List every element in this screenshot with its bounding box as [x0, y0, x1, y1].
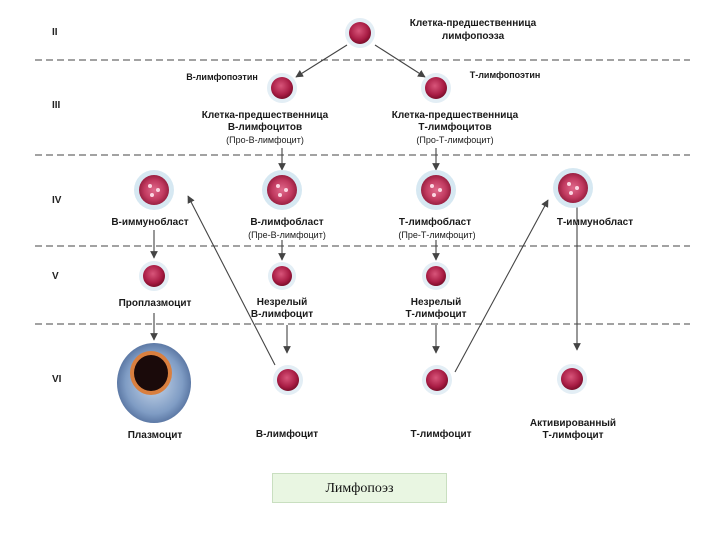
proplasmocyte-label: Проплазмоцит: [118, 298, 192, 309]
activated-t-label-line1: Активированный: [529, 418, 617, 429]
cells: [117, 18, 593, 423]
activated-t-label-line2: Т-лимфоцит: [542, 430, 604, 441]
cell-pro-t: [421, 73, 451, 103]
progenitor-label-line1: Клетка-предшественница: [409, 18, 537, 29]
pro-b-label-line2: В-лимфоцитов: [227, 122, 303, 133]
immature-b-label-line1: Незрелый: [256, 297, 308, 308]
immature-b-label-line2: В-лимфоцит: [250, 309, 314, 320]
cell-t-lymphocyte: [422, 365, 452, 395]
arrows: [150, 44, 581, 373]
b-immunoblast-label: В-иммунобласт: [111, 217, 189, 228]
cell-b-immunoblast: [134, 170, 174, 210]
t-immunoblast-label: Т-иммунобласт: [556, 217, 634, 228]
immature-t-label-line2: Т-лимфоцит: [405, 309, 467, 320]
pro-t-label-line1: Клетка-предшественница: [391, 110, 519, 121]
pro-t-label-line2: Т-лимфоцитов: [418, 122, 492, 133]
t-lymphoblast-label: Т-лимфобласт: [398, 217, 472, 228]
pro-b-sub-label: (Про-В-лимфоцит): [226, 135, 304, 145]
stage-label-v: V: [52, 271, 59, 282]
b-lymphocyte-label: В-лимфоцит: [255, 429, 319, 440]
stage-label-vi: VI: [52, 374, 62, 385]
arrow-b-lymphocyte-to-b-immunoblast: [187, 195, 276, 366]
stage-label-iii: III: [52, 100, 61, 111]
stage-label-iv: IV: [52, 195, 62, 206]
cell-progenitor: [345, 18, 375, 48]
progenitor-label-line2: лимфопоэза: [441, 31, 505, 42]
pro-t-sub-label: (Про-Т-лимфоцит): [416, 135, 494, 145]
t-lymphocyte-label: Т-лимфоцит: [410, 429, 472, 440]
stage-label-ii: II: [52, 27, 58, 38]
cell-immature-t: [422, 262, 450, 290]
t-lymphoblast-sub-label: (Пре-Т-лимфоцит): [398, 230, 476, 240]
arrow-progenitor-to-pro-t: [374, 44, 426, 78]
arrow-t-lymphocyte-to-t-immunoblast: [454, 199, 549, 373]
cell-immature-b: [268, 262, 296, 290]
caption-text: Лимфопоэз: [325, 481, 394, 496]
arrow-progenitor-to-pro-b: [295, 44, 348, 78]
cell-t-lymphoblast: [416, 170, 456, 210]
t-lymphopoietin-label: Т-лимфопоэтин: [469, 70, 541, 80]
cell-b-lymphoblast: [262, 170, 302, 210]
cell-t-immunoblast: [553, 168, 593, 208]
cell-proplasmocyte: [139, 261, 169, 291]
cell-pro-b: [267, 73, 297, 103]
caption-box: Лимфопоэз: [272, 473, 447, 503]
b-lymphoblast-sub-label: (Пре-В-лимфоцит): [248, 230, 326, 240]
cell-b-lymphocyte: [273, 365, 303, 395]
b-lymphoblast-label: В-лимфобласт: [250, 217, 324, 228]
stage-separators: [35, 59, 690, 325]
pro-b-label-line1: Клетка-предшественница: [201, 110, 329, 121]
immature-t-label-line1: Незрелый: [410, 297, 462, 308]
cell-activated-t: [557, 364, 587, 394]
b-lymphopoietin-label: В-лимфопоэтин: [186, 72, 258, 82]
plasmocyte-label: Плазмоцит: [127, 430, 183, 441]
cell-plasmocyte: [117, 343, 191, 423]
